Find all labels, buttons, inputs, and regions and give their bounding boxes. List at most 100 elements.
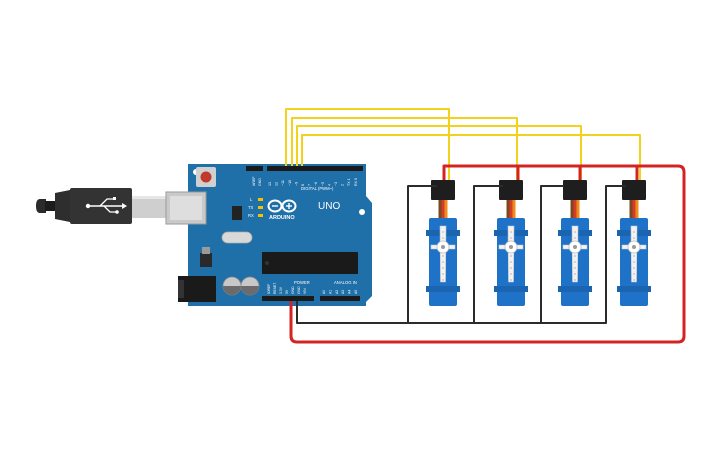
servo-horn-hole: [574, 231, 576, 233]
gnd-label-2: GND: [297, 286, 301, 294]
aref-label: AREF: [252, 176, 256, 186]
servo-connector: [431, 180, 455, 200]
servo-horn-hole: [510, 267, 512, 269]
digital-header[interactable]: [246, 166, 363, 171]
servo-flange: [426, 286, 460, 292]
servo-lead-red: [441, 200, 445, 218]
servo-motors: [426, 180, 651, 306]
servo-lead-orange: [635, 200, 639, 218]
digital-pin-label: ~5: [321, 182, 325, 186]
servo-connector: [499, 180, 523, 200]
crystal: [221, 231, 253, 244]
servo-horn-hole: [574, 279, 576, 281]
analog-pin-label: A2: [335, 290, 339, 294]
servo-horn-hole: [574, 267, 576, 269]
analog-pin-label: A5: [354, 290, 358, 294]
power-wire[interactable]: [289, 164, 686, 344]
servo-screw: [632, 245, 636, 249]
signal-wire[interactable]: [296, 125, 582, 180]
led-label-l: L: [250, 197, 253, 202]
servo-screw: [509, 245, 513, 249]
atmega-chip: [262, 252, 358, 274]
usb-cable[interactable]: [36, 188, 166, 224]
servo-flange: [558, 286, 592, 292]
servo-horn-hole: [510, 279, 512, 281]
servo-flange: [617, 286, 651, 292]
servo-lead-red: [632, 200, 636, 218]
servo-motor[interactable]: [494, 180, 528, 306]
servo-horn-hole: [442, 231, 444, 233]
digital-pin-label: ~3: [334, 182, 338, 186]
v5-label: 5V: [285, 289, 289, 294]
wires: [285, 108, 686, 344]
servo-horn-hole: [574, 255, 576, 257]
servo-horn-hole: [442, 261, 444, 263]
digital-pin-label: 13: [268, 182, 272, 186]
servo-horn-hole: [633, 279, 635, 281]
digital-pin-label: 7: [308, 184, 312, 186]
servo-horn-hole: [510, 231, 512, 233]
digital-pin-label: TX 1: [347, 178, 351, 186]
servo-motor[interactable]: [617, 180, 651, 306]
servo-horn-hole: [442, 237, 444, 239]
signal-wires: [285, 108, 641, 180]
voltage-regulator: [200, 253, 212, 267]
power-pin-labels: IOREF RESET 3.3V 5V GND GND VIN: [267, 283, 307, 294]
power-header-label: POWER: [294, 280, 310, 285]
servo-lead-orange: [444, 200, 448, 218]
digital-pin-label: 8: [301, 184, 305, 186]
servo-horn-hole: [510, 255, 512, 257]
analog-header[interactable]: [320, 296, 360, 301]
servo-lead-orange: [576, 200, 580, 218]
icsp-header: [232, 206, 242, 220]
power-header[interactable]: [262, 296, 314, 301]
servo-motor[interactable]: [426, 180, 460, 306]
servo-horn-hole: [510, 273, 512, 275]
servo-horn-hole: [574, 273, 576, 275]
capacitors: [222, 276, 260, 296]
ground-wire[interactable]: [296, 185, 626, 324]
digital-pin-label: 4: [327, 184, 331, 186]
signal-wire[interactable]: [285, 108, 450, 180]
servo-motor[interactable]: [558, 180, 592, 306]
reset-label: RESET: [273, 283, 277, 294]
servo-lead-brown: [438, 200, 442, 218]
servo-horn: [507, 225, 515, 283]
analog-pin-label: A1: [328, 290, 332, 294]
brand-name: ARDUINO: [269, 215, 295, 221]
servo-horn-hole: [510, 261, 512, 263]
servo-lead-brown: [629, 200, 633, 218]
signal-wire[interactable]: [291, 117, 518, 180]
servo-horn: [439, 225, 447, 283]
servo-horn: [630, 225, 638, 283]
digital-pin-label: ~9: [294, 182, 298, 186]
analog-pin-label: A3: [341, 290, 345, 294]
digital-pin-label: RX 0: [354, 178, 358, 186]
arduino-logo-icon: [267, 199, 297, 213]
v33-label: 3.3V: [279, 286, 283, 294]
servo-horn-hole: [633, 231, 635, 233]
digital-pin-label: ~10: [288, 180, 292, 186]
servo-horn-hole: [442, 279, 444, 281]
analog-pin-label: A4: [348, 290, 352, 294]
gnd-label-1: GND: [291, 286, 295, 294]
servo-lead-brown: [570, 200, 574, 218]
signal-wire[interactable]: [301, 134, 641, 180]
servo-lead-orange: [512, 200, 516, 218]
analog-pin-label: A0: [322, 290, 326, 294]
ioref-label: IOREF: [267, 284, 271, 294]
usb-trident-icon: [85, 197, 127, 214]
servo-horn-hole: [633, 237, 635, 239]
digital-pin-label: ~11: [281, 180, 285, 186]
servo-horn-hole: [633, 255, 635, 257]
servo-horn-hole: [574, 261, 576, 263]
digital-pin-label: 2: [341, 184, 345, 186]
servo-lead-red: [573, 200, 577, 218]
servo-horn-hole: [442, 273, 444, 275]
reset-button[interactable]: [196, 167, 216, 187]
gnd-label-top: GND: [258, 178, 262, 186]
dc-power-jack: [178, 276, 216, 302]
